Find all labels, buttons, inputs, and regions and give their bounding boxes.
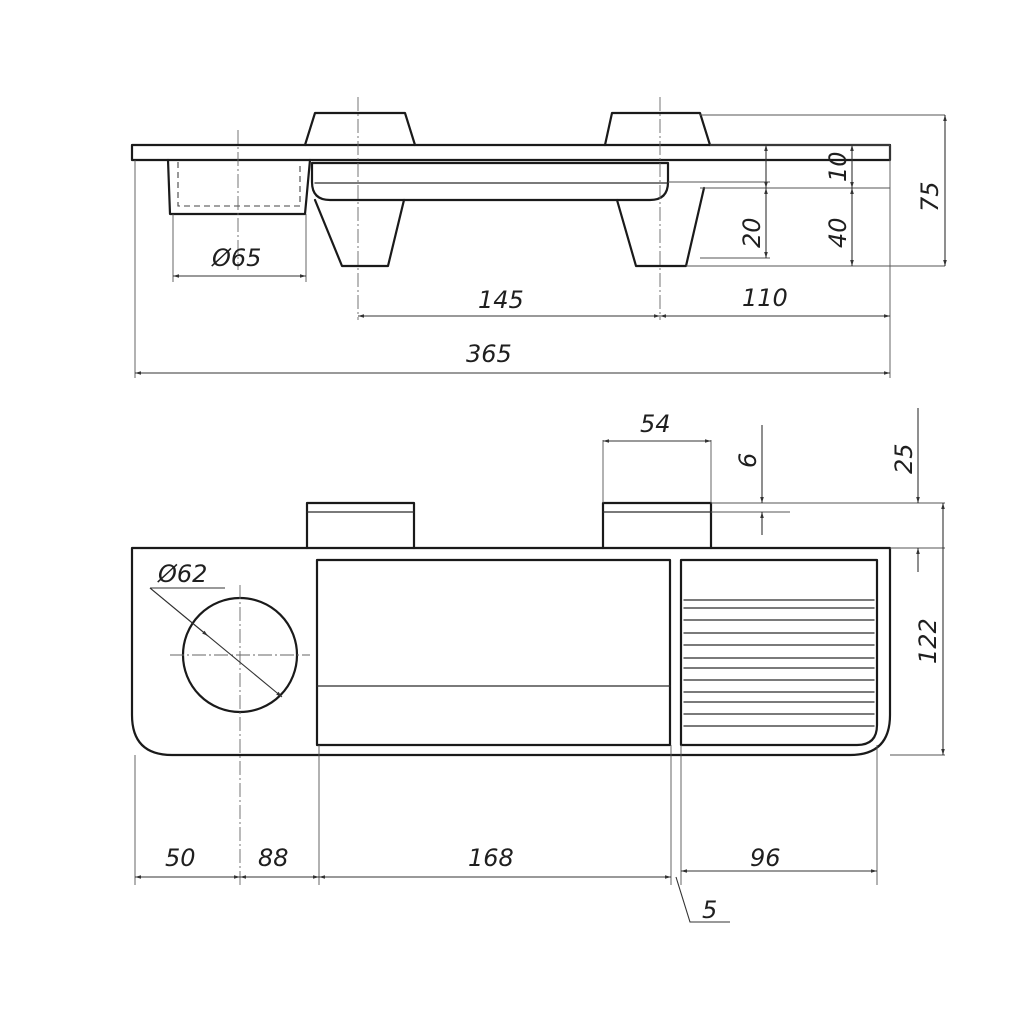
dim-label-diameter-65: Ø65 [211,244,261,272]
dim-label-5: 5 [702,896,717,924]
top-leg-right-lower [615,186,706,268]
dim-label-122: 122 [914,618,942,664]
top-view: Ø65 145 110 365 10 20 40 75 [130,97,947,378]
dimension-line [149,587,209,637]
top-foot-left-upper [303,111,417,147]
tab-right [601,501,713,550]
tray-outline [310,161,670,202]
dim-label-145: 145 [478,286,524,314]
dim-label-88: 88 [258,844,289,872]
top-foot-right-upper [603,111,712,147]
dim-label-75: 75 [916,181,944,212]
dim-label-diameter-62: Ø62 [157,560,207,588]
top-plate-outline [130,143,892,162]
dim-label-50: 50 [165,844,196,872]
dim-label-6: 6 [734,453,762,468]
leader-line [675,876,730,923]
front-view: Ø62 [130,408,945,924]
body-outline [130,546,892,757]
middle-compartment [315,558,672,747]
dim-label-20: 20 [738,217,766,248]
top-leg-left-lower [313,198,406,268]
dim-label-168: 168 [468,844,514,872]
dim-label-54: 54 [640,410,671,438]
cup-hidden-line [177,162,301,207]
tab-left [305,501,416,550]
dim-label-110: 110 [742,284,788,312]
grille-slats [683,599,875,727]
grille-compartment [679,558,879,747]
dim-label-40: 40 [824,217,852,248]
dim-label-10: 10 [824,151,852,182]
dim-label-96: 96 [750,844,781,872]
dim-label-365: 365 [466,340,512,368]
dim-label-25: 25 [890,443,918,474]
cup-outline [166,158,312,216]
